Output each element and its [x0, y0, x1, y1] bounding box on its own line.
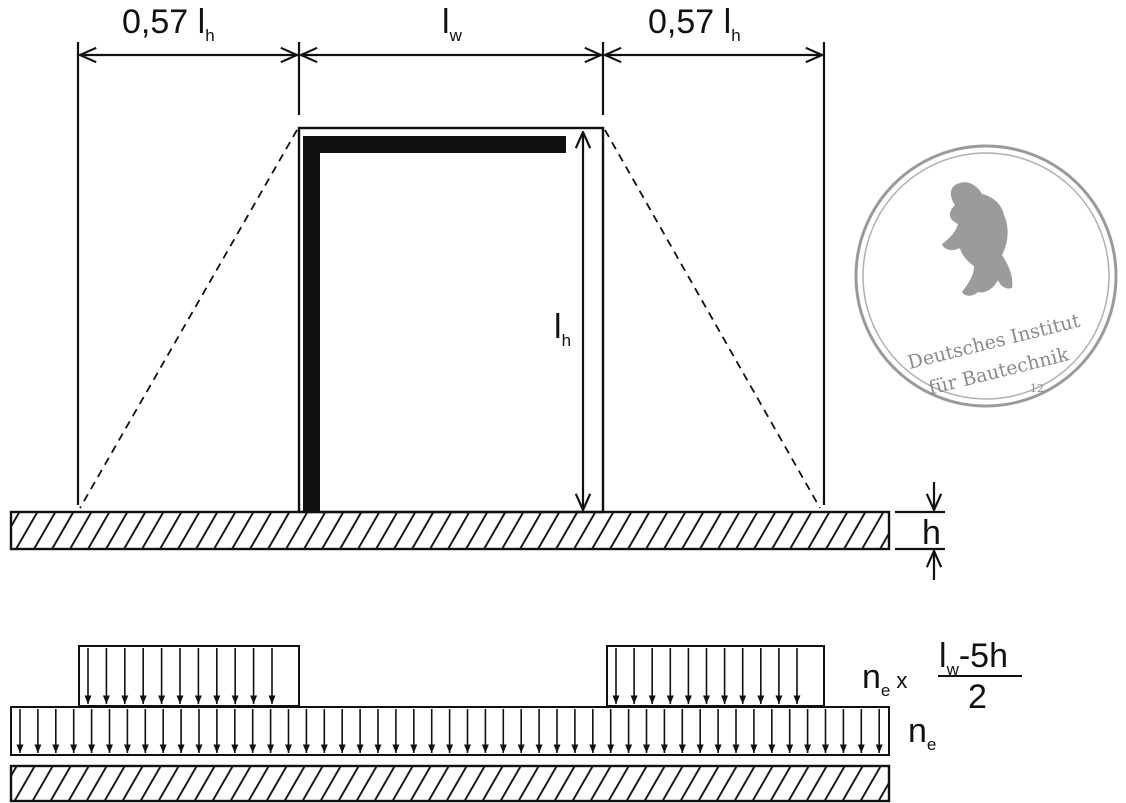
thickness-label: h	[922, 514, 941, 552]
load-spread-lines	[79, 129, 821, 509]
load-block-right	[606, 645, 825, 707]
uniform-load-band	[10, 706, 890, 756]
svg-text:2: 2	[968, 678, 987, 716]
load-block-left	[78, 645, 300, 707]
dimension-label-right: 0,57 lh	[648, 3, 741, 45]
dimension-label-center: lw	[442, 3, 463, 45]
slab-upper	[9, 510, 891, 551]
thickness-dimension	[895, 482, 945, 580]
dashed-spread-right	[604, 129, 821, 509]
institute-seal: Deutsches Institut für Bautechnik 12	[854, 144, 1118, 408]
slab-lower	[9, 764, 891, 803]
svg-text:nex: nex	[862, 658, 907, 700]
dashed-spread-left	[79, 129, 298, 509]
seal-number: 12	[1030, 382, 1044, 395]
wall-heavy-vertical	[303, 136, 320, 512]
height-label: lh	[554, 308, 571, 350]
wall-heavy-top	[303, 136, 566, 153]
dimension-lines	[76, 42, 826, 505]
bear-icon	[942, 182, 1013, 296]
dimension-label-left: 0,57 lh	[122, 3, 215, 45]
svg-text:lw-5h: lw-5h	[939, 637, 1008, 679]
lower-load-label: ne	[908, 712, 936, 754]
wall-frame	[297, 126, 605, 514]
